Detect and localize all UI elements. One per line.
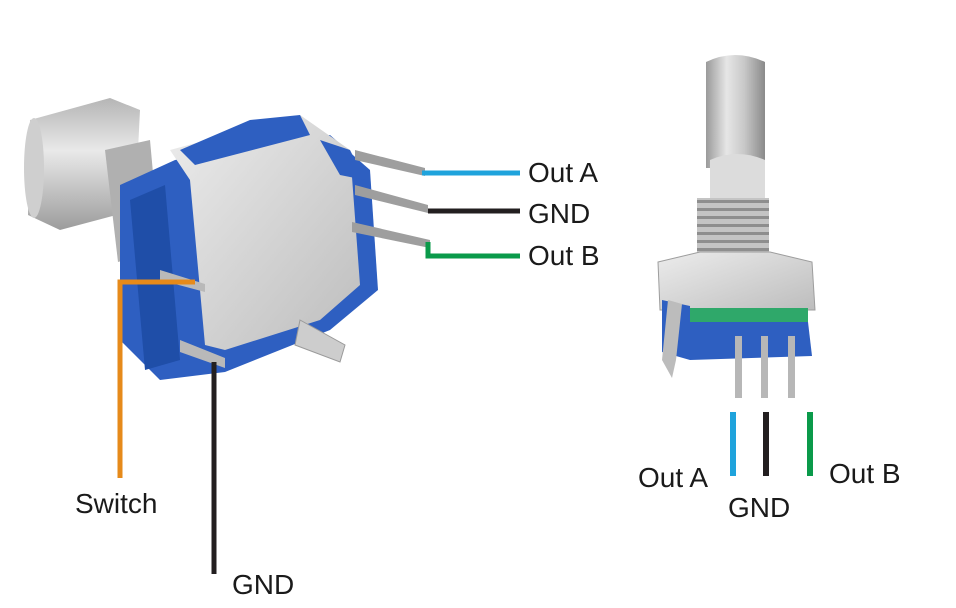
right-wires xyxy=(730,412,813,476)
right-pin-b xyxy=(788,336,795,398)
right-green-pcb xyxy=(688,308,808,326)
right-encoder-photo xyxy=(657,55,816,398)
right-pin-a xyxy=(735,336,742,398)
left-label-out-b: Out B xyxy=(528,240,600,271)
right-label-out-b: Out B xyxy=(829,458,901,489)
left-wire-out-b xyxy=(425,242,520,259)
left-metal-cover xyxy=(170,115,360,350)
left-shaft-end xyxy=(24,118,44,218)
right-label-out-a: Out A xyxy=(638,462,709,493)
right-metal-body xyxy=(657,251,816,311)
left-label-switch: Switch xyxy=(75,488,158,519)
left-label-gnd-top: GND xyxy=(528,198,591,229)
right-label-gnd: GND xyxy=(728,492,791,523)
left-wires xyxy=(117,170,520,574)
left-blue-side xyxy=(130,185,180,370)
right-pin-gnd xyxy=(761,336,768,398)
right-side-clip xyxy=(662,300,682,378)
left-top-tab xyxy=(180,115,310,165)
left-encoder-photo xyxy=(24,98,430,380)
right-blue-front xyxy=(690,322,812,360)
left-right-tab xyxy=(320,140,365,180)
left-label-out-a: Out A xyxy=(528,157,599,188)
left-wire-switch xyxy=(117,279,195,478)
right-shaft-collar xyxy=(710,154,765,200)
left-right-pins xyxy=(352,150,430,248)
left-mount-tab xyxy=(294,319,346,363)
left-label-gnd-bottom: GND xyxy=(232,569,295,600)
right-shaft xyxy=(706,55,765,168)
